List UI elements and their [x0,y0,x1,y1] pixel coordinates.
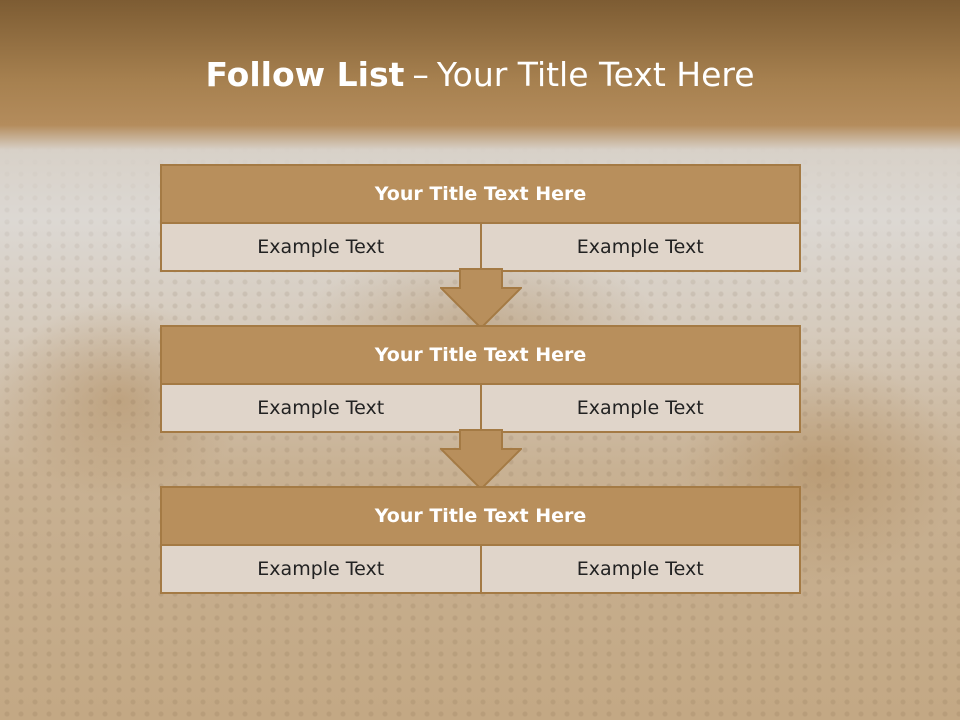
step-row: Example Text Example Text [162,546,799,592]
step-cell-right: Example Text [481,546,799,592]
step-cell-left: Example Text [162,224,480,270]
down-arrow-icon [440,268,522,330]
step-heading: Your Title Text Here [162,488,799,544]
title-separator: – [412,55,429,94]
step-row: Example Text Example Text [162,224,799,270]
step-row: Example Text Example Text [162,385,799,431]
step-heading: Your Title Text Here [162,327,799,383]
step-heading: Your Title Text Here [162,166,799,222]
slide-title: Follow List–Your Title Text Here [0,52,960,98]
step-block-2: Your Title Text Here Example Text Exampl… [160,325,801,433]
down-arrow-icon [440,429,522,491]
step-cell-left: Example Text [162,546,480,592]
step-cell-right: Example Text [481,224,799,270]
title-rest-text: Your Title Text Here [436,55,755,94]
step-block-1: Your Title Text Here Example Text Exampl… [160,164,801,272]
step-cell-left: Example Text [162,385,480,431]
step-block-3: Your Title Text Here Example Text Exampl… [160,486,801,594]
step-cell-right: Example Text [481,385,799,431]
title-bold-text: Follow List [205,55,405,94]
